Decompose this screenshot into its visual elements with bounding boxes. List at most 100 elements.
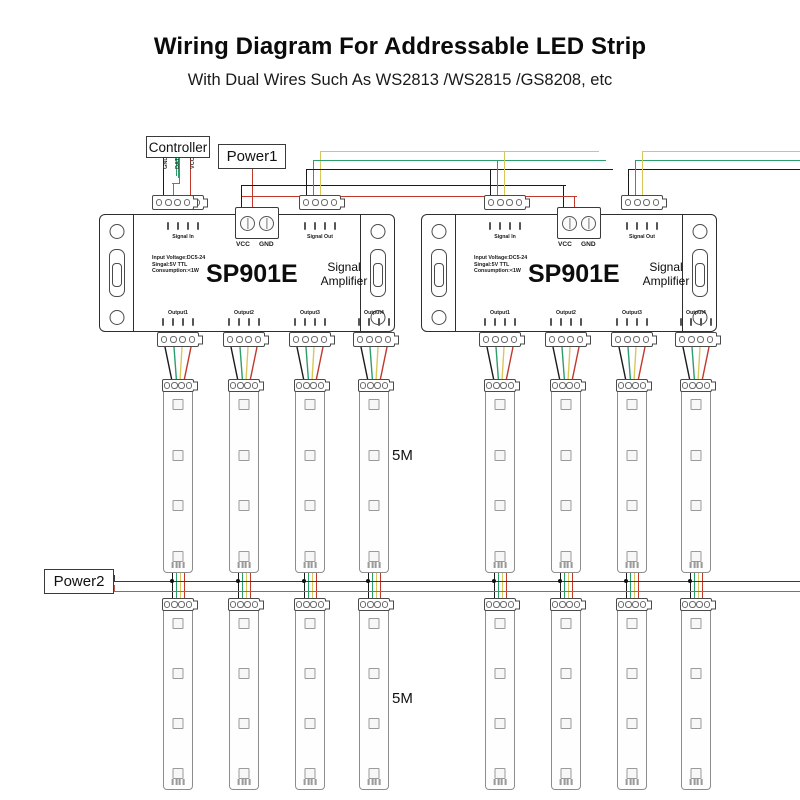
strip-connector-bottom-7[interactable] — [616, 598, 652, 611]
connector-pin — [551, 382, 559, 389]
strip-pad — [625, 562, 628, 568]
pin-footprint — [377, 318, 381, 326]
strip-solder-pads — [303, 779, 317, 785]
power-terminal-unit2[interactable] — [557, 207, 601, 239]
power-terminal-unit1[interactable] — [235, 207, 279, 239]
strip-connector-bottom-1[interactable] — [162, 598, 198, 611]
strip-led — [494, 399, 506, 410]
connector-pin — [367, 601, 374, 608]
power2-gnd-tap-1 — [170, 579, 174, 583]
bracket-mount-slot — [691, 249, 708, 297]
output-pins-u2-2 — [550, 318, 582, 326]
strip-connector-top-6[interactable] — [550, 379, 586, 392]
pin-footprint — [257, 318, 260, 326]
strip-pad — [378, 779, 381, 785]
output-to-strip-8-lead — [682, 346, 691, 382]
pin-footprint — [680, 318, 683, 326]
strip-pad — [629, 562, 632, 568]
output-label-u1-4: Output4 — [364, 310, 384, 316]
signal-out-connector-unit2[interactable] — [621, 195, 667, 210]
strip-connector-top-2[interactable] — [228, 379, 264, 392]
connector-pin — [384, 336, 392, 343]
output-connector-u2-2[interactable] — [545, 332, 591, 347]
strip-link-data-4 — [372, 573, 373, 600]
connector-pin — [497, 199, 504, 206]
connector-pin — [507, 601, 515, 608]
controller-output-connector[interactable] — [152, 195, 198, 210]
output-connector-u1-3[interactable] — [289, 332, 335, 347]
connector-pin — [244, 382, 251, 389]
output-connector-u1-1[interactable] — [157, 332, 203, 347]
power2-box[interactable]: Power2 — [44, 569, 114, 594]
strip-pad — [700, 779, 703, 785]
connector-pin — [633, 336, 640, 343]
output-to-strip-6-lead-svg — [560, 346, 565, 382]
strip-connector-top-7[interactable] — [616, 379, 652, 392]
led-strip-top-6 — [551, 381, 581, 573]
output-connector-u2-4[interactable] — [675, 332, 721, 347]
bracket-mount-slot — [369, 249, 386, 297]
strip-link-vcc-8 — [702, 573, 703, 600]
device-function-line2: Amplifier — [320, 273, 368, 288]
output-to-strip-5-lead-svg — [494, 346, 499, 382]
connector-latch — [515, 600, 520, 609]
strip-led — [238, 618, 250, 629]
terminal-vcc-label-unit2: VCC — [558, 241, 572, 248]
controller-dat-wire-h — [172, 183, 180, 184]
connector-pin — [492, 336, 499, 343]
connector-pin — [482, 336, 490, 343]
output-connector-u2-3[interactable] — [611, 332, 657, 347]
output-connector-u1-4[interactable] — [353, 332, 399, 347]
strip-connector-bottom-3[interactable] — [294, 598, 330, 611]
strip-connector-top-1[interactable] — [162, 379, 198, 392]
output-to-strip-1-lead — [183, 346, 192, 382]
strip-connector-top-3[interactable] — [294, 379, 330, 392]
strip-led — [172, 399, 184, 410]
power2-gnd-tap-6 — [558, 579, 562, 583]
controller-box[interactable]: Controller — [146, 136, 210, 158]
bracket-screw-hole — [692, 224, 707, 239]
power2-vcc-tap-8 — [702, 591, 703, 600]
connector-pin — [652, 199, 660, 206]
pin-footprint — [498, 222, 502, 230]
strip-link-gnd-2 — [238, 573, 239, 600]
strip-connector-bottom-4[interactable] — [358, 598, 394, 611]
output-to-strip-6-lead — [552, 346, 561, 382]
strip-pad — [182, 779, 185, 785]
output-connector-u1-2[interactable] — [223, 332, 269, 347]
connector-pin — [703, 601, 711, 608]
device-function-line1: Signal — [327, 260, 361, 274]
device-model-2: SP901E — [528, 260, 620, 288]
strip-pad — [632, 779, 635, 785]
pin-footprint — [508, 222, 512, 230]
output-to-strip-3-lead — [315, 346, 324, 382]
strip-connector-bottom-2[interactable] — [228, 598, 264, 611]
output-to-strip-7-lead — [637, 346, 646, 382]
pin-footprint — [313, 222, 317, 230]
output-connector-u2-1[interactable] — [479, 332, 525, 347]
strip-connector-top-8[interactable] — [680, 379, 716, 392]
device-model-1: SP901E — [206, 260, 298, 288]
signal-in-connector-unit2[interactable] — [484, 195, 530, 210]
pin-footprint — [709, 318, 712, 326]
strip-connector-top-5[interactable] — [484, 379, 520, 392]
strip-connector-bottom-6[interactable] — [550, 598, 586, 611]
power1-box[interactable]: Power1 — [218, 144, 286, 169]
pin-footprint — [559, 318, 563, 326]
strip-connector-bottom-5[interactable] — [484, 598, 520, 611]
strip-pad — [636, 562, 639, 568]
connector-latch — [389, 381, 394, 390]
connector-pin — [185, 601, 193, 608]
strip-pad — [374, 562, 377, 568]
output-pins-u1-3 — [294, 318, 326, 326]
signal-in-label-unit2: Signal In — [494, 234, 516, 240]
strip-led — [494, 718, 506, 729]
pin-footprint — [358, 318, 361, 326]
power2-vcc-lead — [114, 585, 115, 591]
strip-connector-bottom-8[interactable] — [680, 598, 716, 611]
connector-pin — [321, 199, 328, 206]
connector-pin — [245, 336, 252, 343]
signal-out-connector-unit1[interactable] — [299, 195, 345, 210]
strip-connector-top-4[interactable] — [358, 379, 394, 392]
